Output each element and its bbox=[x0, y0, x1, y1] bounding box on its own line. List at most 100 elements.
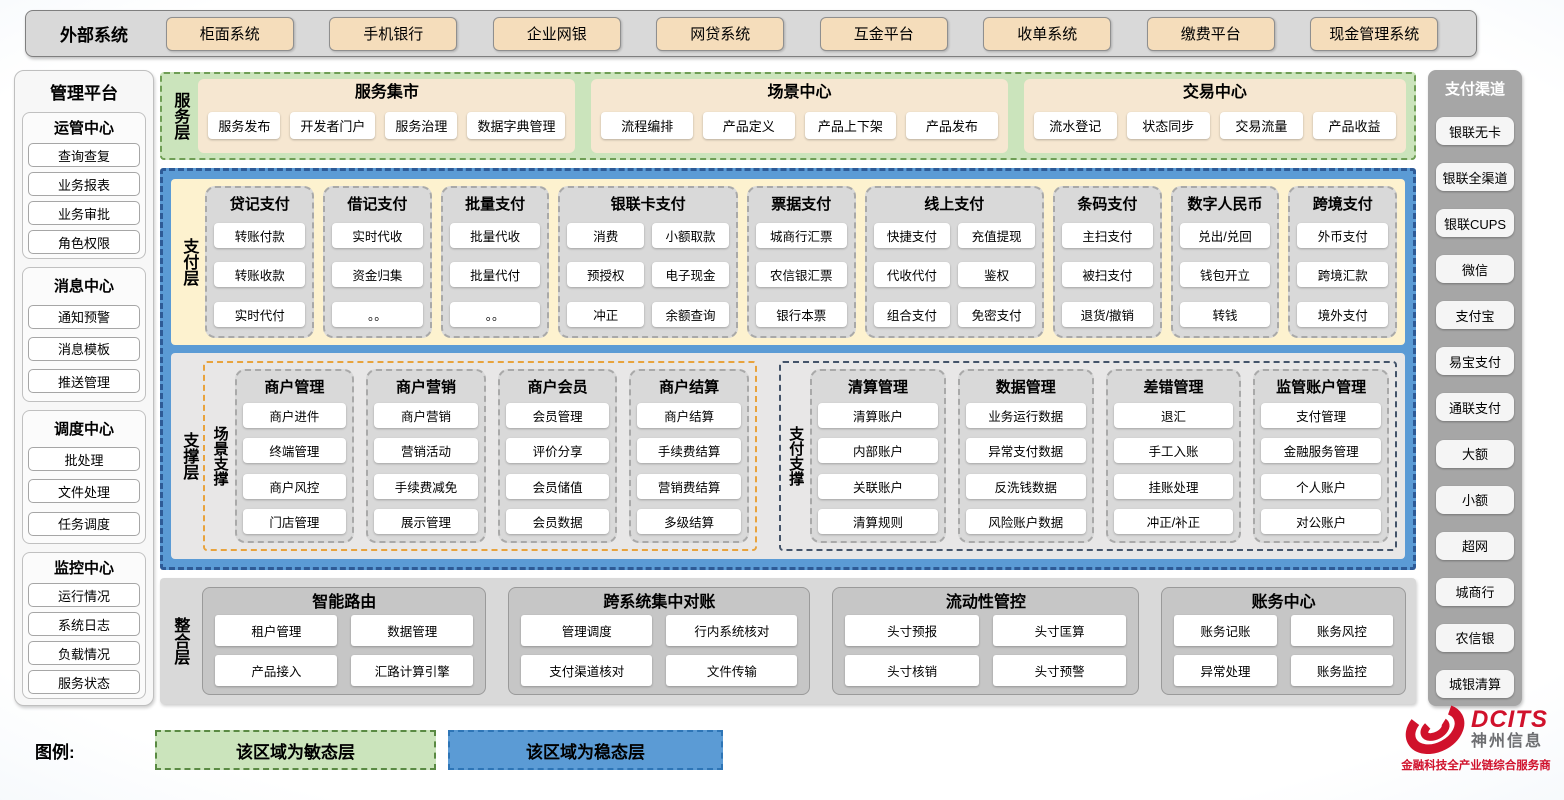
management-item-button[interactable]: 业务审批 bbox=[28, 201, 140, 225]
payment-item-button[interactable]: 消费 bbox=[567, 222, 645, 248]
payment-item-button[interactable]: 资金归集 bbox=[332, 262, 423, 287]
service-item-button[interactable]: 服务发布 bbox=[208, 112, 281, 139]
support-item-button[interactable]: 业务运行数据 bbox=[965, 403, 1086, 429]
service-item-button[interactable]: 产品定义 bbox=[703, 112, 795, 139]
service-item-button[interactable]: 开发者门户 bbox=[290, 112, 376, 139]
payment-channel-button[interactable]: 银联CUPS bbox=[1436, 209, 1514, 238]
support-item-button[interactable]: 营销费结算 bbox=[637, 473, 741, 499]
payment-item-button[interactable]: 电子现金 bbox=[652, 262, 729, 287]
integration-item-button[interactable]: 数据管理 bbox=[351, 615, 474, 646]
support-item-button[interactable]: 门店管理 bbox=[242, 508, 347, 534]
integration-item-button[interactable]: 租户管理 bbox=[215, 615, 338, 646]
integration-item-button[interactable]: 文件传输 bbox=[666, 655, 798, 686]
support-item-button[interactable]: 展示管理 bbox=[374, 508, 478, 534]
integration-item-button[interactable]: 账务记账 bbox=[1174, 615, 1277, 646]
payment-channel-button[interactable]: 通联支付 bbox=[1436, 393, 1514, 422]
payment-item-button[interactable]: 批量代收 bbox=[449, 222, 541, 248]
support-item-button[interactable]: 商户营销 bbox=[374, 403, 478, 429]
payment-item-button[interactable]: 转钱 bbox=[1179, 301, 1271, 327]
payment-channel-button[interactable]: 微信 bbox=[1436, 255, 1514, 284]
payment-item-button[interactable]: 转账付款 bbox=[214, 222, 306, 248]
payment-item-button[interactable]: 组合支付 bbox=[873, 301, 951, 327]
payment-item-button[interactable]: 批量代付 bbox=[449, 262, 541, 287]
support-item-button[interactable]: 异常支付数据 bbox=[965, 438, 1086, 464]
integration-item-button[interactable]: 头寸预报 bbox=[845, 615, 979, 646]
support-item-button[interactable]: 手工入账 bbox=[1113, 438, 1234, 464]
external-system-button[interactable]: 柜面系统 bbox=[165, 16, 294, 51]
payment-channel-button[interactable]: 银联无卡 bbox=[1436, 117, 1514, 146]
management-item-button[interactable]: 任务调度 bbox=[28, 511, 140, 536]
payment-item-button[interactable]: 余额查询 bbox=[652, 301, 729, 327]
support-item-button[interactable]: 评价分享 bbox=[505, 438, 610, 464]
payment-channel-button[interactable]: 城银清算 bbox=[1436, 669, 1514, 698]
support-item-button[interactable]: 对公账户 bbox=[1261, 508, 1381, 534]
integration-item-button[interactable]: 管理调度 bbox=[521, 615, 653, 646]
payment-item-button[interactable]: 城商行汇票 bbox=[755, 222, 847, 248]
payment-item-button[interactable]: 钱包开立 bbox=[1179, 262, 1271, 287]
payment-channel-button[interactable]: 农信银 bbox=[1436, 623, 1514, 652]
payment-item-button[interactable]: 被扫支付 bbox=[1061, 262, 1153, 287]
support-item-button[interactable]: 会员数据 bbox=[505, 508, 610, 534]
support-item-button[interactable]: 手续费结算 bbox=[637, 438, 741, 464]
integration-item-button[interactable]: 账务风控 bbox=[1290, 615, 1393, 646]
external-system-button[interactable]: 手机银行 bbox=[329, 16, 458, 51]
payment-item-button[interactable]: 退货/撤销 bbox=[1061, 301, 1153, 327]
management-item-button[interactable]: 文件处理 bbox=[28, 479, 140, 504]
support-item-button[interactable]: 风险账户数据 bbox=[965, 508, 1086, 534]
integration-item-button[interactable]: 头寸匡算 bbox=[992, 615, 1127, 646]
payment-item-button[interactable]: 转账收款 bbox=[214, 262, 306, 287]
support-item-button[interactable]: 清算账户 bbox=[818, 403, 938, 429]
external-system-button[interactable]: 缴费平台 bbox=[1146, 16, 1275, 51]
external-system-button[interactable]: 互金平台 bbox=[819, 16, 948, 51]
management-item-button[interactable]: 负载情况 bbox=[28, 641, 140, 665]
support-item-button[interactable]: 支付管理 bbox=[1261, 403, 1381, 429]
payment-channel-button[interactable]: 易宝支付 bbox=[1436, 347, 1514, 376]
external-system-button[interactable]: 现金管理系统 bbox=[1310, 16, 1439, 51]
payment-item-button[interactable]: 鉴权 bbox=[958, 262, 1035, 287]
support-item-button[interactable]: 金融服务管理 bbox=[1261, 438, 1381, 464]
integration-item-button[interactable]: 行内系统核对 bbox=[666, 615, 798, 646]
service-item-button[interactable]: 产品上下架 bbox=[804, 112, 897, 139]
integration-item-button[interactable]: 产品接入 bbox=[215, 655, 338, 686]
payment-item-button[interactable]: 充值提现 bbox=[958, 222, 1035, 248]
support-item-button[interactable]: 手续费减免 bbox=[374, 473, 478, 499]
external-system-button[interactable]: 收单系统 bbox=[983, 16, 1112, 51]
external-system-button[interactable]: 企业网银 bbox=[492, 16, 621, 51]
external-system-button[interactable]: 网贷系统 bbox=[656, 16, 785, 51]
service-item-button[interactable]: 产品收益 bbox=[1312, 112, 1397, 139]
payment-item-button[interactable]: 小额取款 bbox=[652, 222, 729, 248]
integration-item-button[interactable]: 账务监控 bbox=[1290, 655, 1393, 686]
payment-item-button[interactable]: 外币支付 bbox=[1297, 222, 1389, 248]
management-item-button[interactable]: 推送管理 bbox=[28, 369, 140, 394]
support-item-button[interactable]: 反洗钱数据 bbox=[965, 473, 1086, 499]
payment-item-button[interactable]: 农信银汇票 bbox=[755, 262, 847, 287]
management-item-button[interactable]: 服务状态 bbox=[28, 670, 140, 694]
service-item-button[interactable]: 服务治理 bbox=[385, 112, 458, 139]
integration-item-button[interactable]: 异常处理 bbox=[1174, 655, 1277, 686]
service-item-button[interactable]: 状态同步 bbox=[1126, 112, 1210, 139]
payment-item-button[interactable]: 免密支付 bbox=[958, 301, 1035, 327]
integration-item-button[interactable]: 头寸核销 bbox=[845, 655, 979, 686]
management-item-button[interactable]: 运行情况 bbox=[28, 583, 140, 607]
payment-channel-button[interactable]: 支付宝 bbox=[1436, 301, 1514, 330]
support-item-button[interactable]: 商户进件 bbox=[242, 403, 347, 429]
management-item-button[interactable]: 角色权限 bbox=[28, 230, 140, 254]
service-item-button[interactable]: 产品发布 bbox=[906, 112, 998, 139]
payment-channel-button[interactable]: 大额 bbox=[1436, 439, 1514, 468]
integration-item-button[interactable]: 头寸预警 bbox=[992, 655, 1127, 686]
support-item-button[interactable]: 商户结算 bbox=[637, 403, 741, 429]
payment-channel-button[interactable]: 超网 bbox=[1436, 531, 1514, 560]
integration-item-button[interactable]: 支付渠道核对 bbox=[521, 655, 653, 686]
management-item-button[interactable]: 业务报表 bbox=[28, 172, 140, 196]
support-item-button[interactable]: 关联账户 bbox=[818, 473, 938, 499]
payment-item-button[interactable]: 冲正 bbox=[567, 301, 645, 327]
service-item-button[interactable]: 数据字典管理 bbox=[467, 112, 566, 139]
payment-item-button[interactable]: 跨境汇款 bbox=[1297, 262, 1389, 287]
payment-channel-button[interactable]: 银联全渠道 bbox=[1436, 163, 1514, 192]
payment-channel-button[interactable]: 小额 bbox=[1436, 485, 1514, 514]
support-item-button[interactable]: 会员储值 bbox=[505, 473, 610, 499]
management-item-button[interactable]: 查询查复 bbox=[28, 143, 140, 167]
payment-item-button[interactable]: 预授权 bbox=[567, 262, 645, 287]
support-item-button[interactable]: 退汇 bbox=[1113, 403, 1234, 429]
support-item-button[interactable]: 多级结算 bbox=[637, 508, 741, 534]
